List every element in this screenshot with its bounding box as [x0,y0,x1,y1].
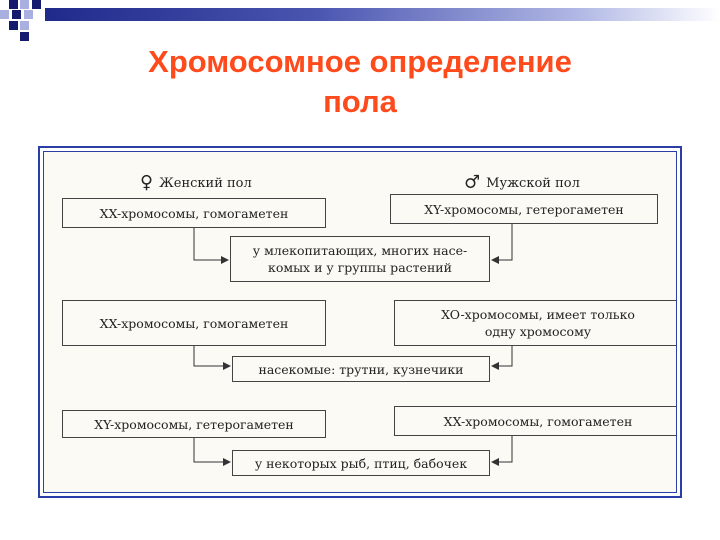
male-header-label: Мужской пол [486,176,580,191]
deco-square [24,10,33,19]
row3-female-box: XY-хромосомы, гетерогаметен [62,410,326,438]
row2-male-line1: XO-хромосомы, имеет только [441,307,635,322]
title-line-1: Хромосомное определение [148,44,572,79]
deco-square [20,0,29,9]
row1-male-text: XY-хромосомы, гетерогаметен [424,201,624,217]
row1-female-box: XX-хромосомы, гомогаметен [62,198,326,228]
deco-square [12,10,21,19]
female-header-label: Женский пол [159,176,252,191]
row2-male-line2: одну хромосому [484,324,592,339]
male-symbol-icon: ♂ [464,172,481,193]
male-header: ♂ Мужской пол [464,172,580,193]
diagram-frame: ♀ Женский пол ♂ Мужской пол XX-хромосомы, … [38,146,682,498]
header-gradient-bar [45,8,720,21]
female-symbol-icon: ♀ [140,172,154,193]
deco-square [32,0,41,9]
deco-square [0,10,9,19]
row2-result-text: насекомые: трутни, кузнечики [258,361,464,377]
slide-title: Хромосомное определение пола [0,42,720,122]
row3-result-text: у некоторых рыб, птиц, бабочек [254,455,468,471]
row3-male-box: XX-хромосомы, гомогаметен [394,406,676,436]
row1-male-box: XY-хромосомы, гетерогаметен [390,194,658,224]
title-line-2: пола [323,84,397,119]
row3-female-text: XY-хромосомы, гетерогаметен [94,416,294,432]
row3-male-text: XX-хромосомы, гомогаметен [443,413,633,429]
row3-result-box: у некоторых рыб, птиц, бабочек [232,450,490,476]
deco-square [20,32,29,41]
row1-result-box: у млекопитающих, многих насе- комых и у … [230,236,490,282]
connector-lines [193,224,513,466]
diagram-canvas: ♀ Женский пол ♂ Мужской пол XX-хромосомы, … [43,151,677,493]
row1-result-line2: комых и у группы растений [268,260,452,275]
deco-square [20,21,29,30]
row1-result-line1: у млекопитающих, многих насе- [252,243,468,258]
female-header: ♀ Женский пол [140,172,252,193]
row2-female-box: XX-хромосомы, гомогаметен [62,300,326,346]
row2-female-text: XX-хромосомы, гомогаметен [99,315,289,331]
deco-square [9,0,18,9]
row1-female-text: XX-хромосомы, гомогаметен [99,205,289,221]
deco-square [9,21,18,30]
row2-result-box: насекомые: трутни, кузнечики [232,356,490,382]
row2-male-box: XO-хромосомы, имеет только одну хромосом… [394,300,676,346]
